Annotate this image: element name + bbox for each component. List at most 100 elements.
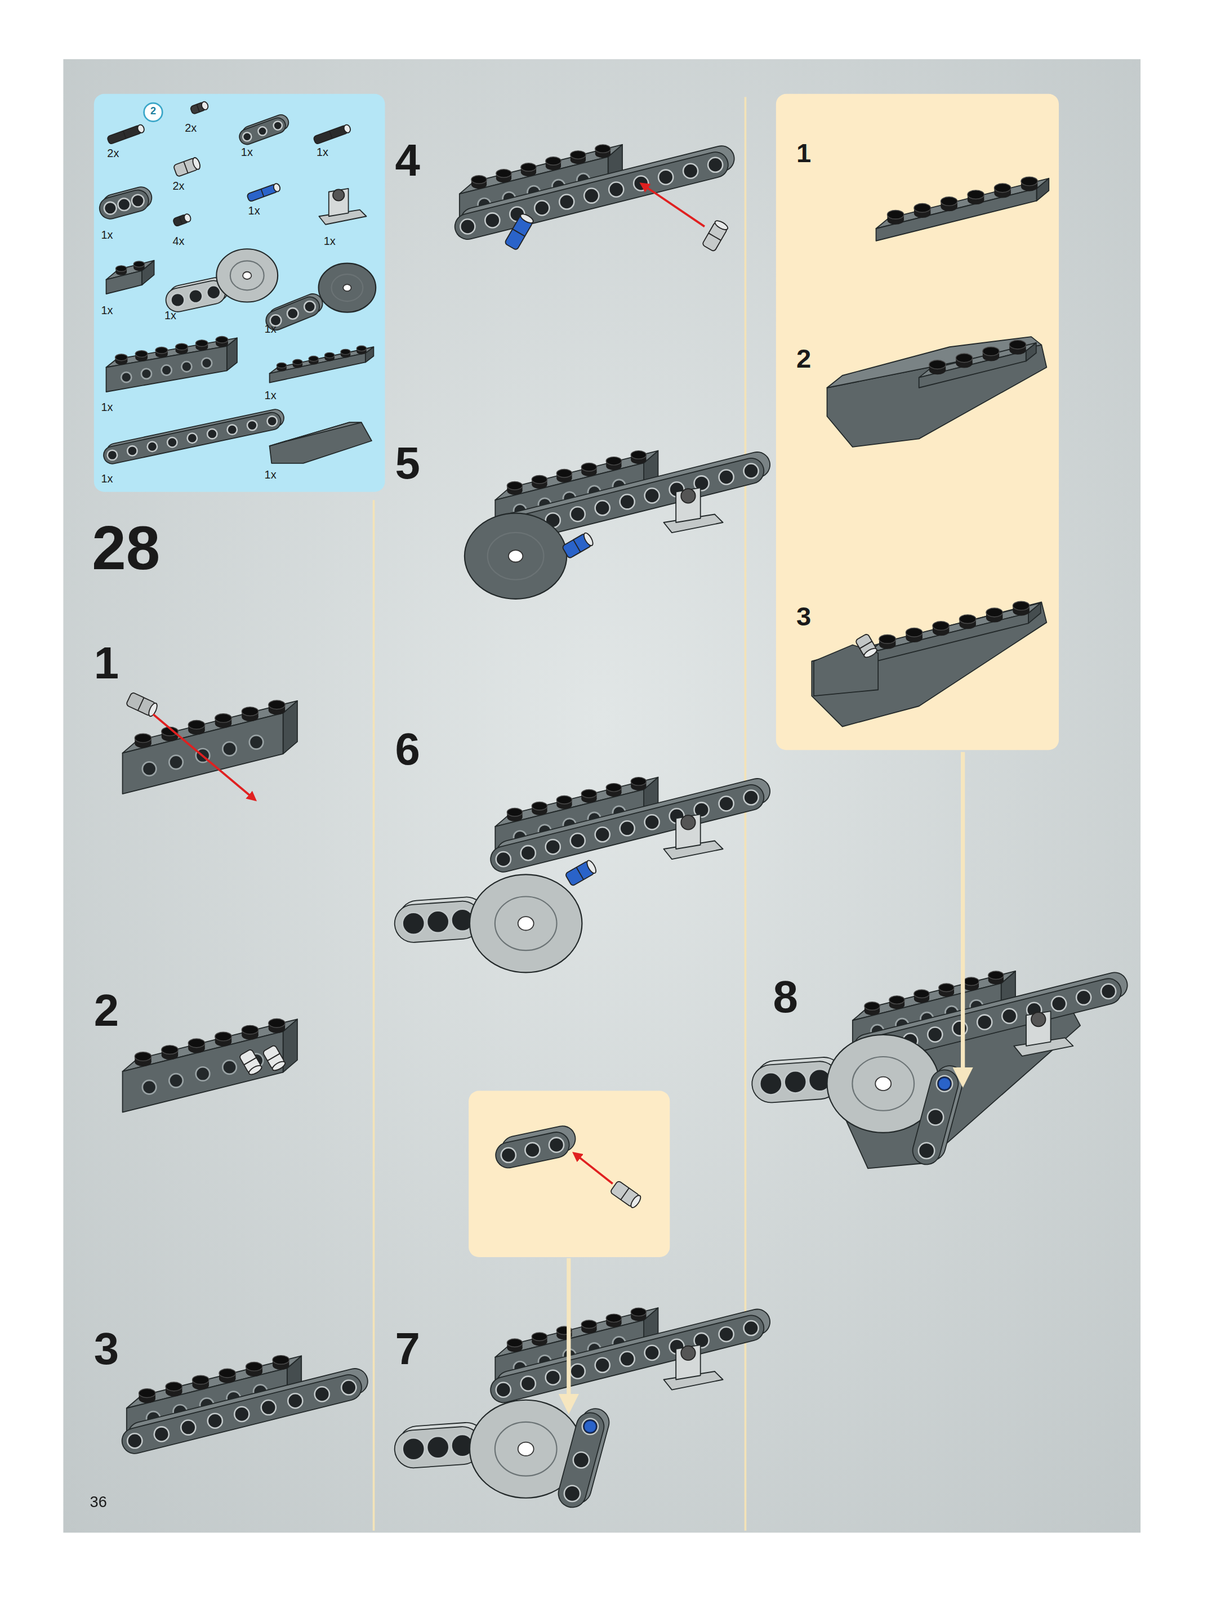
disc [216,248,278,302]
pin-hole [570,833,586,849]
sub-step-number: 2 [796,345,812,372]
axle-hole [342,284,351,292]
wedge [811,602,1047,727]
pin-hole [222,742,236,756]
stud [864,1002,880,1011]
stud [135,350,148,358]
panel-illustration [94,94,386,493]
pin-hole [620,494,635,510]
beam-face [503,798,752,861]
disc-ring [495,896,558,951]
pin-hole [484,212,500,228]
stud [496,169,512,178]
pin-hole [784,1071,807,1094]
stud [986,608,1003,618]
disc [469,874,582,973]
pin-hole [426,1436,449,1459]
pin-hole [142,1080,157,1095]
pin-hole [719,796,734,812]
pin-hole [1101,984,1116,1000]
pin-hole [743,463,759,479]
pin-hole [549,1138,564,1153]
pin-hole [501,1148,516,1164]
stud [324,352,334,358]
bracket-upright [675,1345,701,1381]
stud [188,1039,205,1049]
stud [606,1314,622,1323]
pin-hole [1076,990,1091,1006]
stud [905,628,922,638]
pin-hole [633,176,649,191]
stud [215,714,232,724]
stud [292,359,303,365]
pin [562,531,595,559]
blue-pin [938,1077,951,1091]
pin-hole [131,194,145,208]
stud [506,808,523,817]
pin [701,219,729,252]
red-arrow [641,183,705,227]
pin-hole [520,845,536,861]
red-arrow [153,714,256,801]
step-number: 2 [94,988,119,1034]
pin [172,212,192,227]
pin-hole [227,424,238,435]
stud [879,634,896,644]
bracket-upright [328,188,349,217]
pin-hole [620,821,635,836]
stud [581,463,597,472]
stud [955,353,973,363]
step-number: 6 [395,727,421,773]
part-quantity: 1x [100,305,113,317]
beam-face [467,165,716,227]
pin-hole [644,1346,660,1361]
page-step-number: 28 [91,518,160,581]
stud [595,144,611,154]
pin-hole [1031,1012,1046,1027]
pin-hole [496,852,511,867]
pin-hole [426,911,449,934]
stud [1009,340,1026,350]
blue-pin [584,1420,597,1434]
panel-illustration [776,94,1059,751]
pin-hole [161,364,172,376]
pin-hole [719,469,734,485]
wedge-top [827,336,1042,389]
beam-face [503,1328,752,1391]
pin-hole [918,1143,935,1160]
pin-hole [341,1380,356,1396]
pin-hole [644,488,660,503]
beam-outline [503,1328,752,1391]
page-number: 36 [90,1494,108,1510]
disc-ring [852,1057,915,1112]
stud [195,340,208,347]
stud [887,210,904,220]
stud [982,346,1000,356]
axle-hole [875,1077,891,1091]
pin-hole [743,790,759,805]
wedge-top [269,422,362,447]
stud [988,971,1004,980]
pin-hole [201,358,212,369]
brick-face [122,713,284,795]
part-quantity: 1x [264,323,277,336]
stud [914,203,931,213]
pin-hole [644,814,660,830]
disc [464,513,567,600]
pin-hole [167,437,177,448]
brick-face [876,188,1037,242]
callout-arrow [960,752,965,1085]
part-quantity: 1x [100,402,113,414]
callout-box [468,1091,670,1258]
pin-hole [683,163,698,179]
pin-hole [304,301,316,313]
pin-hole [141,368,152,380]
stud [161,1045,178,1055]
pin-hole [154,1427,169,1442]
pin [564,859,598,887]
part-quantity: 1x [248,205,261,217]
pin [238,1049,264,1077]
stud [134,733,151,743]
axle-hole [518,1442,534,1457]
pin-hole [977,1015,992,1031]
